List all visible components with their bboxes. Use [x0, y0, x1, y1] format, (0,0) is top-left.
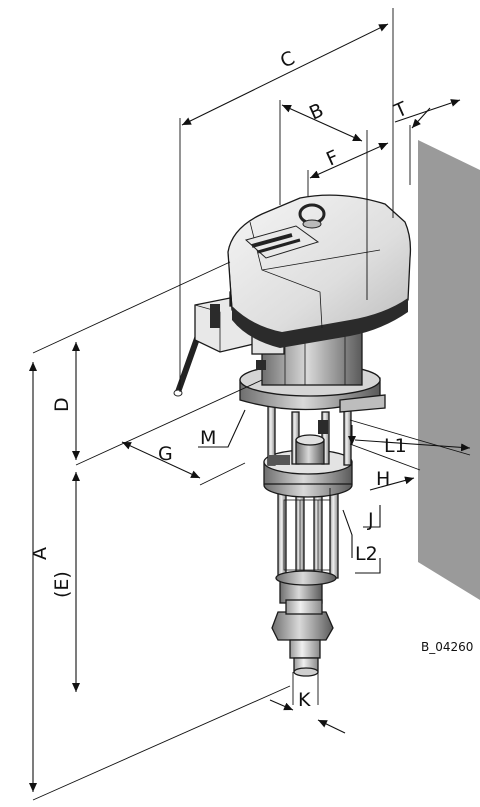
label-M: M	[200, 427, 216, 449]
label-E: (E)	[51, 571, 73, 598]
label-B: B	[306, 99, 327, 124]
dimension-lines	[29, 8, 471, 801]
label-G: G	[158, 443, 173, 465]
label-J: J	[367, 509, 374, 531]
reference-code: B_04260	[421, 640, 473, 654]
label-F: F	[323, 146, 342, 171]
mounting-wall	[418, 140, 480, 600]
pump-illustration	[173, 194, 412, 677]
label-A: A	[29, 547, 51, 560]
inlet-fitting	[289, 639, 321, 659]
label-L2: L2	[355, 543, 378, 565]
outlet-nut	[271, 611, 334, 641]
label-L1: L1	[384, 435, 407, 457]
label-H: H	[376, 468, 390, 490]
label-C: C	[277, 47, 298, 72]
label-K: K	[298, 689, 311, 711]
label-D: D	[51, 397, 73, 412]
